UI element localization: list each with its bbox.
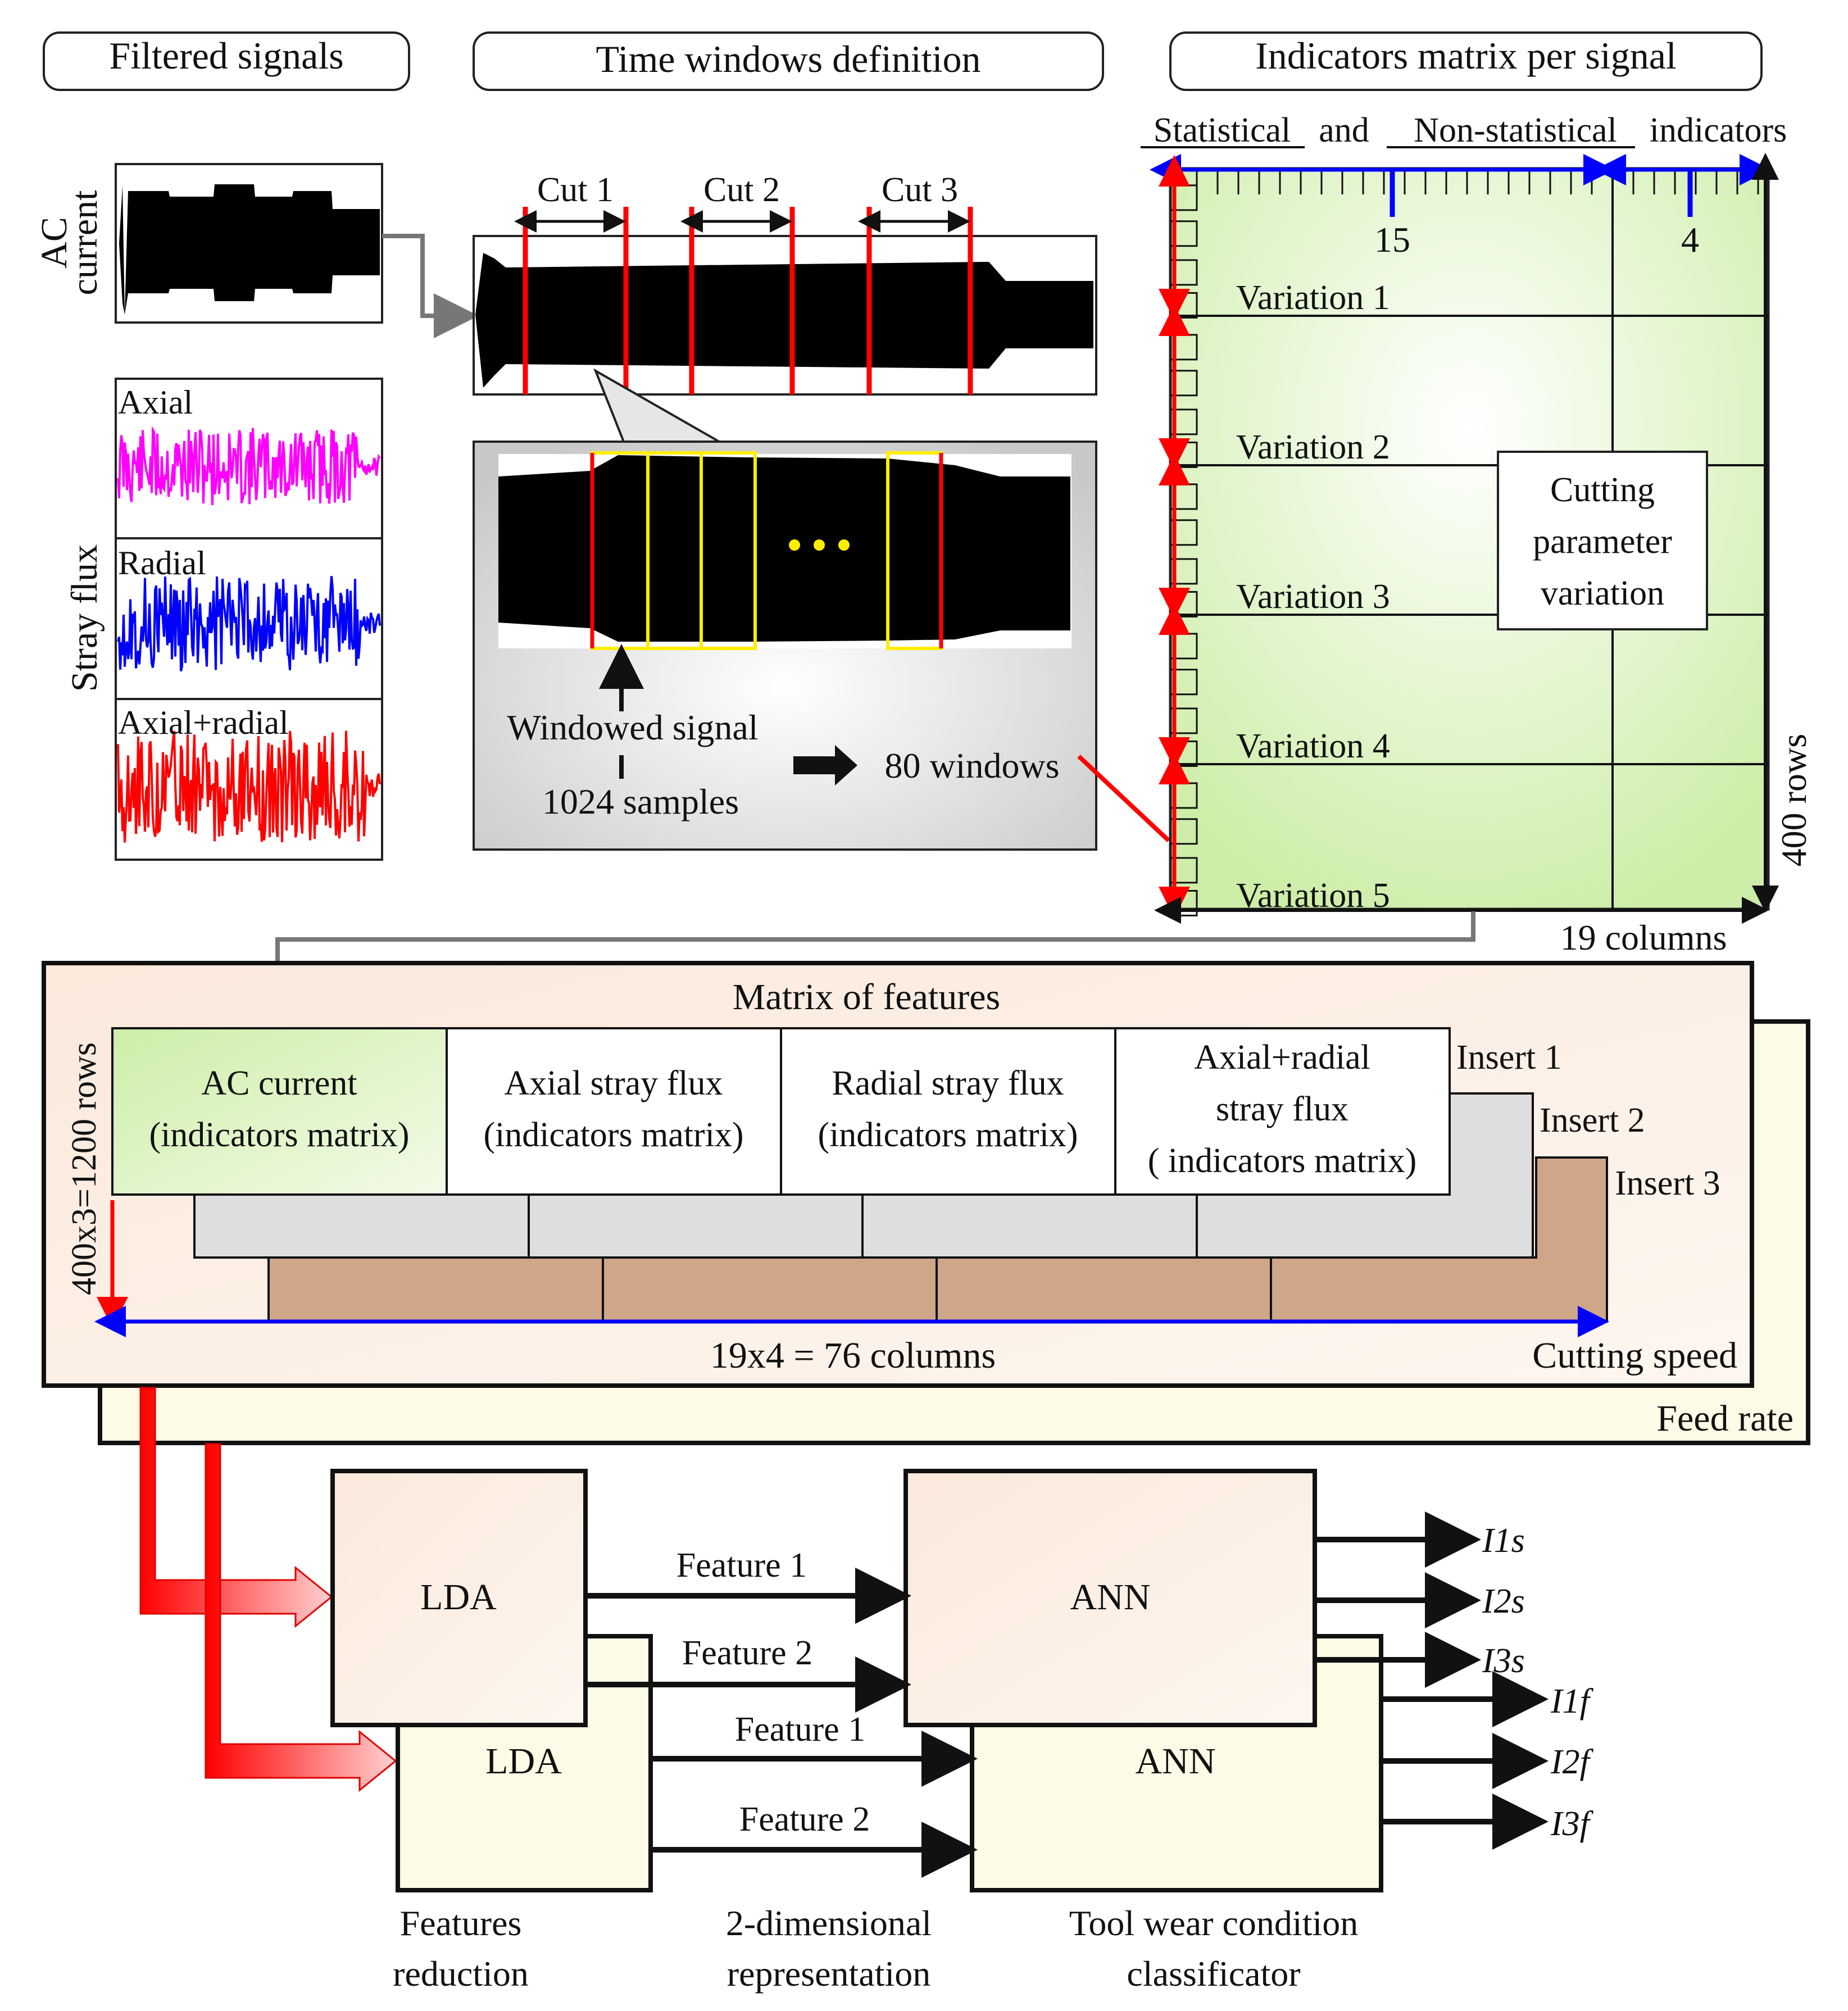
cell-ac-current-line-1: AC current	[201, 1064, 357, 1102]
cutting-param-line-2: parameter	[1533, 523, 1672, 561]
axial-radial-plot: Axial+radial	[115, 698, 383, 861]
insert-1-layer: AC current (indicators matrix) Axial str…	[111, 1027, 1562, 1196]
stage-repr-line-2: representation	[727, 1954, 931, 1994]
insert-1-label: Insert 1	[1456, 1038, 1562, 1077]
variation-label-4: Variation 4	[1236, 727, 1390, 765]
indicators-word-label: indicators	[1650, 111, 1787, 149]
stray-flux-label: Stray flux	[64, 544, 105, 692]
lda-speed-label: LDA	[420, 1577, 497, 1618]
stat-count-label: 15	[1374, 220, 1410, 260]
header-filtered-signals: Filtered signals	[43, 31, 410, 91]
stage-repr-line-1: 2-dimensional	[726, 1903, 932, 1943]
ac-current-plot	[115, 163, 383, 324]
samples-label: 1024 samples	[542, 782, 739, 821]
axial-radial-label: Axial+radial	[118, 704, 289, 741]
cell-radial-line-2: (indicators matrix)	[818, 1116, 1078, 1154]
ac-current-label-1: AC	[34, 217, 75, 269]
header-filtered-signals-label: Filtered signals	[109, 34, 343, 77]
stage-reduction-line-1: Features	[400, 1903, 522, 1943]
insert-3-layer: Insert 3	[267, 1156, 1720, 1323]
statistical-label: Statistical	[1154, 111, 1291, 149]
and-label: and	[1319, 111, 1369, 149]
variation-label-3: Variation 3	[1236, 578, 1390, 616]
cutting-param-line-3: variation	[1541, 574, 1664, 612]
ann-speed-label: ANN	[1070, 1577, 1151, 1618]
cutting-param-line-1: Cutting	[1550, 471, 1655, 509]
cell-radial-line-1: Radial stray flux	[832, 1064, 1064, 1102]
features-matrix-title: Matrix of features	[733, 977, 1000, 1018]
cell-ac-current-line-2: (indicators matrix)	[149, 1116, 409, 1154]
output-i2s: I2s	[1482, 1582, 1525, 1620]
feed-rate-label: Feed rate	[1656, 1398, 1793, 1439]
feature-2-speed-label: Feature 2	[682, 1634, 812, 1672]
windowed-signal-label: Windowed signal	[507, 707, 758, 747]
rows-label: 400 rows	[1774, 734, 1814, 866]
ellipsis-dots	[789, 539, 850, 551]
lda-feed-label: LDA	[485, 1741, 562, 1782]
nonstat-count-label: 4	[1681, 220, 1699, 260]
cols-76-label: 19x4 = 76 columns	[710, 1335, 996, 1376]
header-time-windows-label: Time windows definition	[596, 38, 980, 80]
radial-label: Radial	[118, 544, 206, 582]
windows-count-label: 80 windows	[884, 746, 1059, 786]
radial-plot: Radial	[115, 537, 383, 700]
insert-2-label: Insert 2	[1540, 1101, 1645, 1140]
cut-lines	[523, 207, 973, 394]
variation-label-2: Variation 2	[1236, 428, 1390, 466]
output-i3f: I3f	[1550, 1805, 1594, 1843]
ac-current-label-2: current	[64, 190, 105, 296]
cell-axial-radial-line-2: stray flux	[1216, 1090, 1348, 1128]
output-i3s: I3s	[1482, 1642, 1525, 1680]
output-i2f: I2f	[1550, 1743, 1594, 1781]
header-indicators-matrix: Indicators matrix per signal	[1169, 31, 1763, 91]
columns-label: 19 columns	[1560, 918, 1727, 957]
axial-plot: Axial	[115, 378, 383, 539]
variation-label-1: Variation 1	[1236, 279, 1390, 317]
output-i1f: I1f	[1550, 1682, 1594, 1721]
feature-1-speed-label: Feature 1	[676, 1546, 807, 1585]
cut-1-label: Cut 1	[537, 171, 614, 209]
indicators-matrix: Variation 1 Variation 2 Variation 3 Variati…	[1150, 153, 1779, 924]
feature-2-feed-label: Feature 2	[739, 1800, 870, 1839]
cut-3-label: Cut 3	[882, 171, 958, 209]
cell-axial-radial-line-3: ( indicators matrix)	[1148, 1142, 1417, 1180]
stage-classifier-line-2: classificator	[1127, 1954, 1300, 1994]
feature-1-feed-label: Feature 1	[735, 1710, 865, 1749]
stage-reduction-line-2: reduction	[393, 1954, 529, 1994]
cutting-param-box: Cutting parameter variation	[1497, 451, 1708, 630]
stage-classifier-line-1: Tool wear condition	[1069, 1903, 1359, 1943]
cell-axial-radial-line-1: Axial+radial	[1194, 1038, 1370, 1077]
insert-3-label: Insert 3	[1615, 1164, 1720, 1202]
output-i1s: I1s	[1482, 1522, 1525, 1560]
rows-1200-label: 400x3=1200 rows	[65, 1042, 103, 1295]
cell-axial-line-1: Axial stray flux	[504, 1064, 723, 1102]
axial-label: Axial	[118, 384, 193, 421]
cut-2-label: Cut 2	[703, 171, 780, 209]
non-statistical-label: Non-statistical	[1414, 111, 1617, 149]
ac-to-window-connector	[382, 234, 479, 338]
indicators-top-label: Statistical and Non-statistical indicato…	[1141, 111, 1787, 149]
header-time-windows: Time windows definition	[473, 31, 1104, 91]
zoom-callout: Windowed signal 1024 samples 80 windows	[473, 368, 1170, 851]
header-indicators-matrix-label: Indicators matrix per signal	[1255, 34, 1677, 77]
windowed-signal-plot: Cut 1 Cut 2 Cut 3	[473, 171, 1097, 396]
red-feed-pipes	[139, 1387, 397, 1792]
ann-feed-label: ANN	[1136, 1741, 1216, 1782]
cell-axial-line-2: (indicators matrix)	[483, 1116, 743, 1154]
cutting-speed-label: Cutting speed	[1532, 1335, 1737, 1376]
